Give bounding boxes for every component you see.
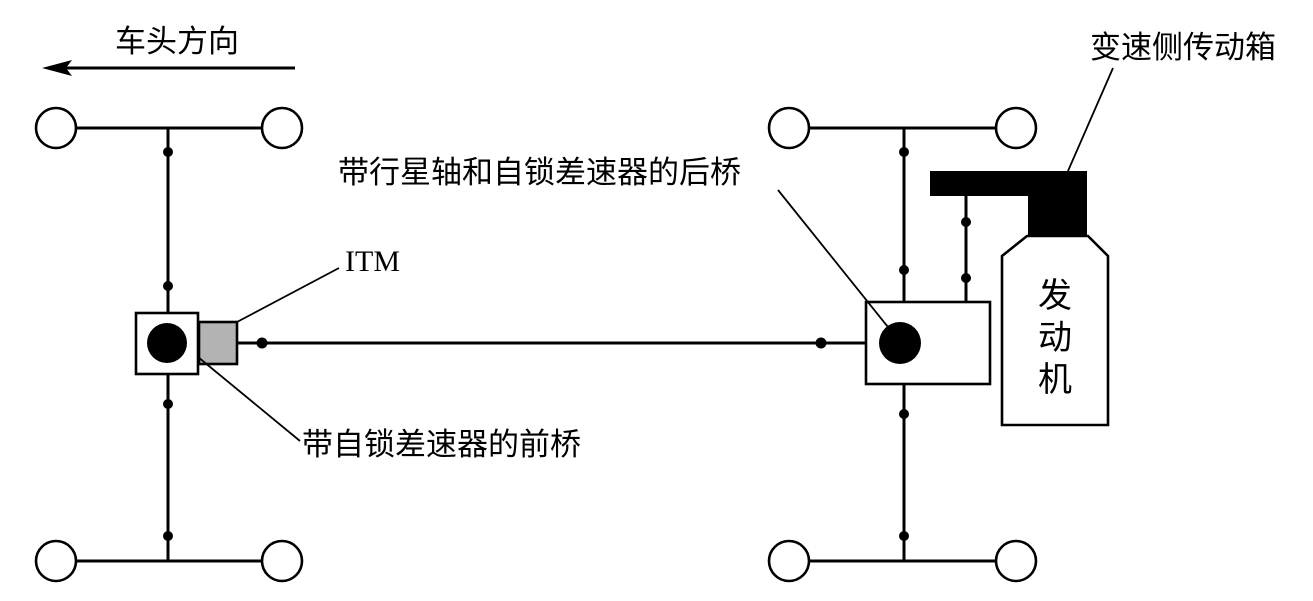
joint-dot <box>961 217 971 227</box>
transfer-case <box>930 171 1087 236</box>
wheel-rear-right-top <box>994 106 1038 150</box>
joint-dot <box>163 281 173 291</box>
direction-label: 车头方向 <box>115 24 239 60</box>
rear-axle-assembly <box>767 106 1038 583</box>
joint-dot <box>256 337 268 349</box>
joint-dot <box>163 531 173 541</box>
leader-transfer-case <box>1067 67 1114 172</box>
leader-front-axle <box>197 356 301 442</box>
joint-dot <box>899 147 909 157</box>
transfer-case-label: 变速侧传动箱 <box>1090 30 1276 66</box>
wheel-rear-left-top <box>767 106 811 150</box>
engine-label-3: 机 <box>1038 360 1072 400</box>
front-differential <box>147 323 187 363</box>
joint-dot <box>961 273 971 283</box>
arrow-left-icon <box>42 60 295 76</box>
front-axle-assembly <box>34 106 304 583</box>
powertrain: 发 动 机 <box>930 171 1110 427</box>
joint-dot <box>899 265 909 275</box>
wheel-front-right-bottom <box>260 539 304 583</box>
wheel-front-right-top <box>260 106 304 150</box>
leader-itm <box>236 267 340 323</box>
itm-label: ITM <box>345 245 400 278</box>
joint-dot <box>899 409 909 419</box>
rear-differential <box>879 322 921 364</box>
engine-label-1: 发 <box>1038 276 1072 316</box>
rear-axle-label: 带行星轴和自锁差速器的后桥 <box>338 155 741 191</box>
leader-rear-axle <box>777 189 897 338</box>
front-axle-label: 带自锁差速器的前桥 <box>302 427 581 463</box>
engine-label-2: 动 <box>1038 318 1072 358</box>
wheel-front-left-top <box>34 106 78 150</box>
itm-unit <box>197 320 239 366</box>
wheel-front-left-bottom <box>34 539 78 583</box>
joint-dot <box>899 531 909 541</box>
wheel-rear-right-bottom <box>994 539 1038 583</box>
engine-block <box>1000 234 1110 427</box>
wheel-rear-left-bottom <box>767 539 811 583</box>
joint-dot <box>163 147 173 157</box>
joint-dot <box>163 399 173 409</box>
joint-dot <box>815 337 827 349</box>
